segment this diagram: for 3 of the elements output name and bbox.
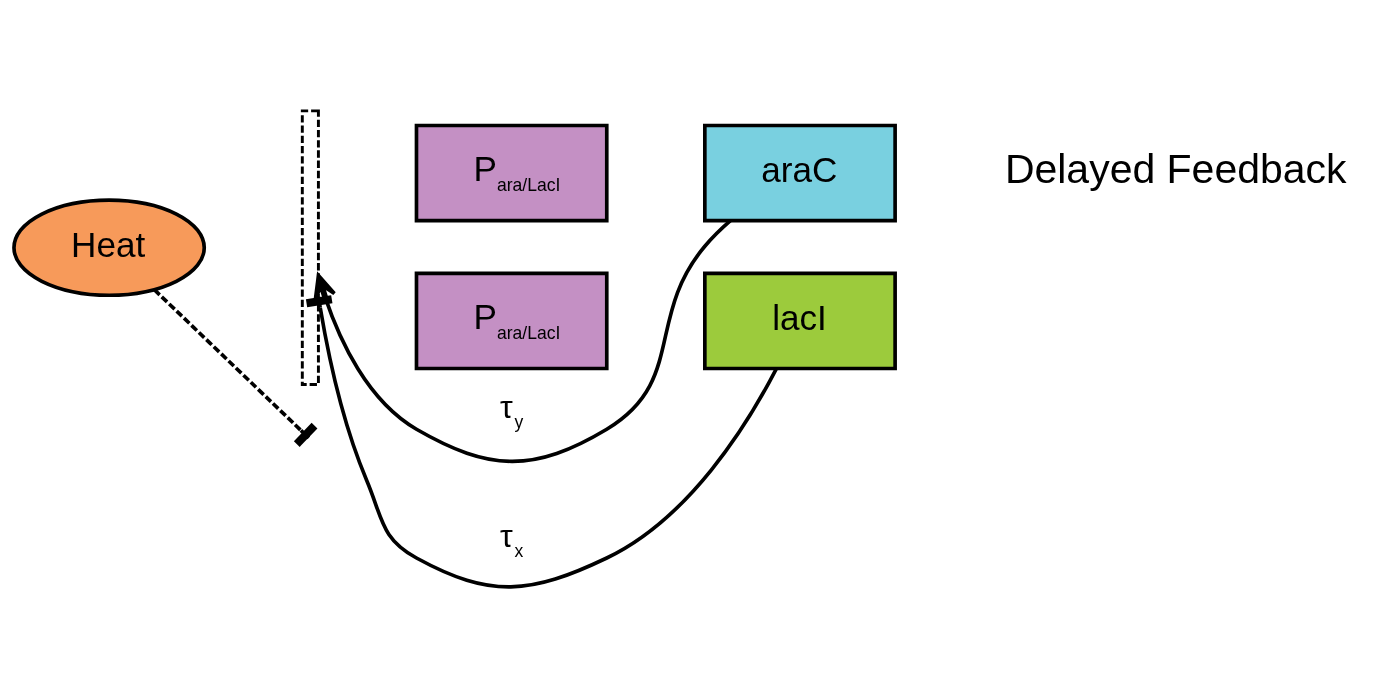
edge-label: τ$_{x}$ [499, 518, 524, 562]
edge-label: τ$_{y}$ [499, 389, 524, 433]
label: Delayed Feedback [1004, 146, 1347, 193]
